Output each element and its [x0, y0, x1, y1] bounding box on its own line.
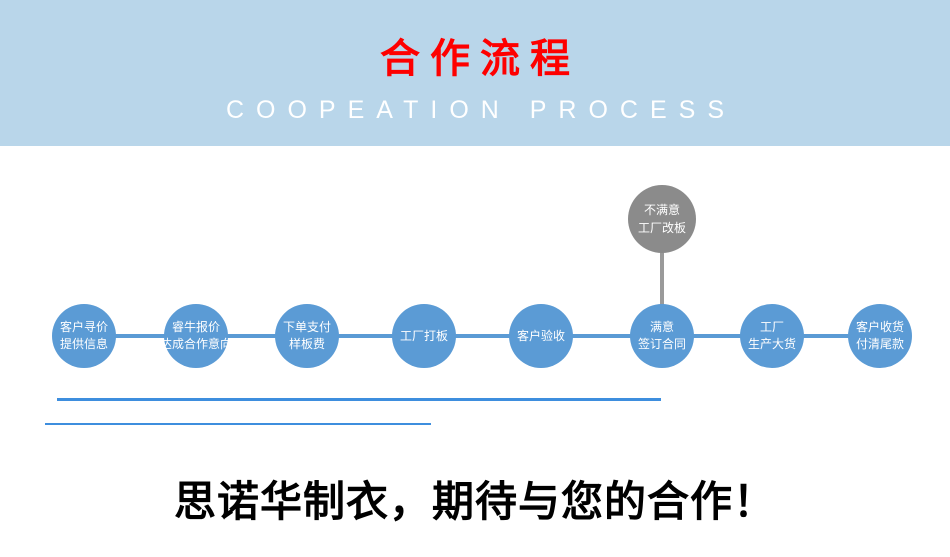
banner: 合作流程 COOPEATION PROCESS: [0, 0, 950, 146]
flow-step-5: 客户验收: [509, 304, 573, 368]
step-label-line2: 样板费: [288, 337, 325, 351]
step-label-line1: 满意: [649, 320, 674, 334]
flow-step-6: 满意 签订合同: [630, 304, 694, 368]
step-label-line2: 签订合同: [637, 337, 686, 351]
flow-step-7: 工厂 生产大货: [740, 304, 804, 368]
step-label-line1: 客户验收: [516, 328, 565, 343]
step-label-line1: 客户寻价: [59, 320, 108, 334]
step-label-line1: 下单支付: [282, 320, 331, 334]
step-label-line1: 客户收货: [855, 320, 904, 334]
flow-step-4: 工厂打板: [392, 304, 456, 368]
step-label-line1: 工厂打板: [399, 328, 448, 343]
step-label-line1: 工厂: [759, 320, 784, 334]
branch-label-line1: 不满意: [643, 203, 680, 217]
flow-connector-line: [84, 334, 880, 338]
step-label-line2: 提供信息: [59, 337, 108, 351]
flow-diagram: 不满意 工厂改板 客户寻价 提供信息 睿牛报价 达成合作意向 下单支付 样板费 …: [0, 146, 950, 446]
banner-subtitle: COOPEATION PROCESS: [225, 96, 737, 124]
underline-short: [45, 423, 431, 425]
flow-step-2: 睿牛报价 达成合作意向: [160, 304, 232, 368]
slogan: 思诺华制衣，期待与您的合作！: [173, 478, 776, 525]
branch-label-line2: 工厂改板: [637, 221, 686, 235]
step-label-line2: 达成合作意向: [160, 337, 233, 351]
step-label-line1: 睿牛报价: [171, 320, 220, 334]
branch-node: 不满意 工厂改板: [628, 185, 696, 253]
flow-step-1: 客户寻价 提供信息: [52, 304, 116, 368]
flow-step-8: 客户收货 付清尾款: [848, 304, 912, 368]
step-label-line2: 付清尾款: [855, 337, 904, 351]
branch-connector-line: [660, 251, 664, 306]
step-label-line2: 生产大货: [747, 337, 796, 351]
flow-step-3: 下单支付 样板费: [275, 304, 339, 368]
underline-long: [57, 398, 661, 401]
banner-title: 合作流程: [380, 37, 580, 81]
